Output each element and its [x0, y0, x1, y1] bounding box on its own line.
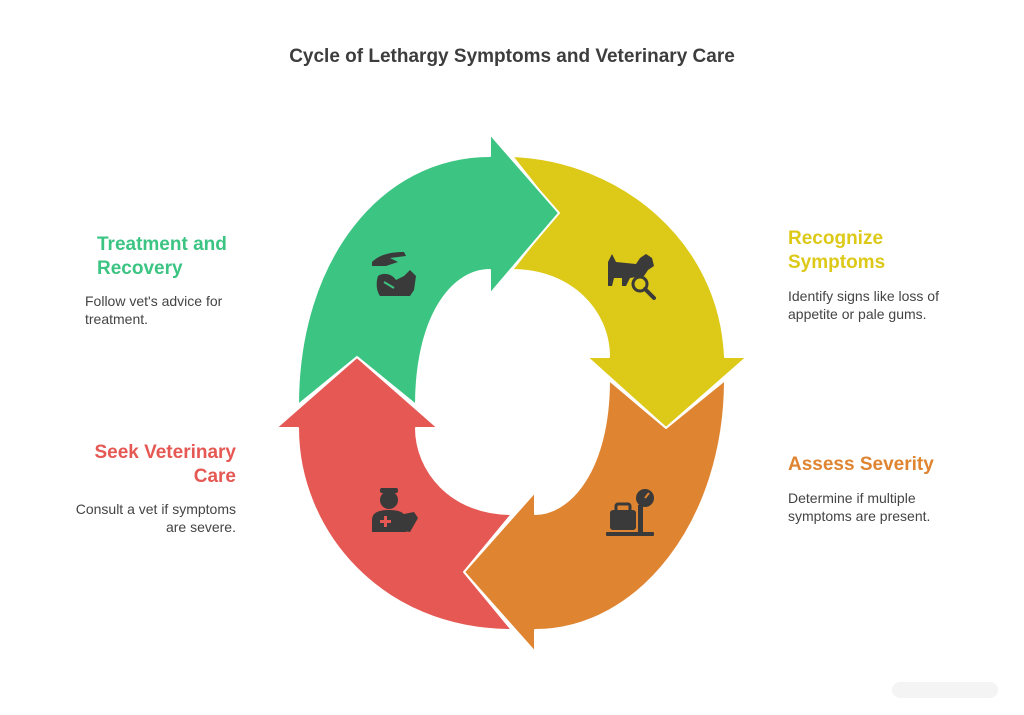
step-desc-recognize-line2: appetite or pale gums. [788, 306, 927, 322]
step-desc-treatment: Follow vet's advice for treatment. [85, 292, 222, 328]
step-title-seek-line2: Care [193, 466, 236, 487]
step-title-treatment-line1: Treatment and [97, 234, 227, 255]
step-desc-seek-line2: are severe. [165, 519, 236, 535]
step-title-seek: Seek Veterinary Care [36, 441, 236, 489]
step-title-recognize: Recognize Symptoms [788, 227, 885, 275]
veterinarian-icon [372, 488, 418, 532]
step-desc-seek-line1: Consult a vet if symptoms [75, 501, 236, 517]
step-desc-treatment-line1: Follow vet's advice for [85, 293, 223, 309]
caring-hand-pet-icon [372, 252, 416, 296]
step-desc-treatment-line2: treatment. [85, 311, 149, 327]
dog-search-icon [608, 254, 656, 300]
step-title-treatment-line2: Recovery [97, 258, 183, 279]
step-desc-assess-line1: Determine if multiple [788, 490, 916, 506]
step-title-assess-line1: Assess Severity [788, 454, 934, 475]
step-title-recognize-line2: Symptoms [788, 252, 886, 273]
weighing-scale-icon [606, 489, 654, 536]
step-title-recognize-line1: Recognize [788, 228, 884, 249]
arrow-segment-treatment [297, 133, 560, 406]
step-title-treatment: Treatment and Recovery [97, 233, 227, 281]
step-title-assess: Assess Severity [788, 453, 934, 477]
step-desc-recognize-line1: Identify signs like loss of [788, 288, 939, 304]
step-desc-assess-line2: symptoms are present. [788, 508, 931, 524]
step-desc-seek: Consult a vet if symptoms are severe. [36, 500, 236, 536]
arrow-segment-assess [463, 379, 726, 653]
page-title: Cycle of Lethargy Symptoms and Veterinar… [289, 46, 735, 67]
watermark [892, 682, 998, 698]
arrow-segment-recognize [511, 155, 748, 429]
step-desc-assess: Determine if multiple symptoms are prese… [788, 489, 930, 525]
step-desc-recognize: Identify signs like loss of appetite or … [788, 287, 939, 323]
step-title-seek-line1: Seek Veterinary [94, 442, 236, 463]
